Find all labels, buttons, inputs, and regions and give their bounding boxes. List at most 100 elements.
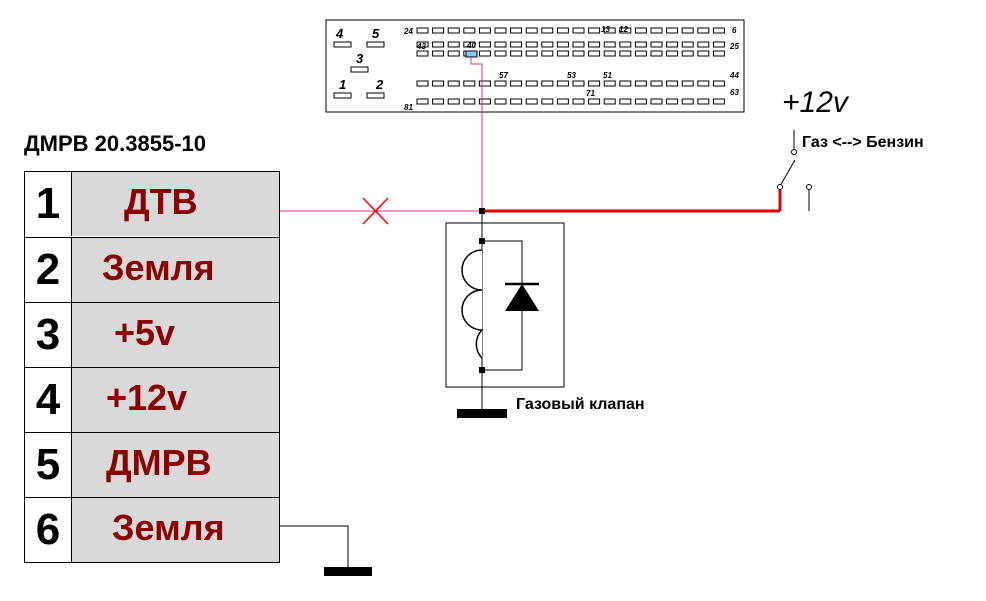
pin-label: 40 xyxy=(466,41,476,50)
pin-slot xyxy=(432,41,445,48)
pin-number: 6 xyxy=(25,498,72,562)
pin-slot xyxy=(681,80,694,87)
pin-slot xyxy=(681,27,694,34)
pin-slot xyxy=(650,41,663,48)
block-label: 1 xyxy=(339,77,346,92)
pin-slot xyxy=(681,41,694,48)
pin-slot xyxy=(556,80,569,87)
pin-label: +12v xyxy=(72,368,279,432)
pin-label: ДТВ xyxy=(72,172,279,236)
pin-slot xyxy=(478,98,491,105)
pin-slot xyxy=(416,50,429,57)
pin-slot xyxy=(634,80,647,87)
pin-label: 12 xyxy=(619,25,628,34)
pin-slot xyxy=(588,41,601,48)
connector-pin-rows xyxy=(416,27,725,105)
pin-slot xyxy=(712,41,725,48)
pin-slot xyxy=(432,98,445,105)
pin-slot xyxy=(478,27,491,34)
pin-row: 6 Земля xyxy=(25,498,279,563)
pin-slot xyxy=(541,50,554,57)
pin-slot xyxy=(525,98,538,105)
connector-block-labels: 4 5 3 1 2 xyxy=(335,26,384,92)
pin-slot xyxy=(697,98,710,105)
pin-slot xyxy=(588,98,601,105)
pin-label: 51 xyxy=(603,71,612,80)
pin-slot xyxy=(603,27,616,34)
pin-slot xyxy=(572,98,585,105)
sensor-title: ДМРВ 20.3855-10 xyxy=(24,131,206,156)
pin-slot xyxy=(619,27,632,34)
pin-slot xyxy=(650,50,663,57)
cut-mark xyxy=(362,197,389,225)
pin-row: 5 ДМРВ xyxy=(25,433,279,498)
pin-slot xyxy=(525,80,538,87)
pin-slot xyxy=(650,98,663,105)
pin-slot xyxy=(525,27,538,34)
wire-ground-6 xyxy=(278,525,349,567)
pin-slot xyxy=(697,80,710,87)
pin-label: 13 xyxy=(601,25,610,34)
pin-slot xyxy=(494,98,507,105)
pin-slot xyxy=(603,50,616,57)
pin-slot xyxy=(463,98,476,105)
pin-slot xyxy=(510,27,523,34)
pin-slot xyxy=(447,80,460,87)
pin-slot xyxy=(525,41,538,48)
pin-slot xyxy=(541,27,554,34)
pin-label: 71 xyxy=(586,89,595,98)
sensor-pin-table: 1 ДТВ 2 Земля 3 +5v 4 +12v 5 ДМРВ 6 Земл… xyxy=(24,171,280,563)
pin-slot xyxy=(572,41,585,48)
pin-slot xyxy=(666,41,679,48)
wire-pin40 xyxy=(470,57,483,211)
pin-slot xyxy=(619,50,632,57)
pin-slot xyxy=(416,80,429,87)
pin-slot xyxy=(416,41,429,48)
pin-slot xyxy=(494,80,507,87)
pin-slot xyxy=(588,50,601,57)
pin-slot xyxy=(494,41,507,48)
pin-label: 57 xyxy=(499,71,508,80)
pin-slot xyxy=(697,50,710,57)
pin-slot xyxy=(619,80,632,87)
pin-label: Земля xyxy=(72,238,279,302)
pin-slot xyxy=(603,98,616,105)
pin-slot xyxy=(712,27,725,34)
supply-label: +12v xyxy=(782,86,848,119)
pin-label: 81 xyxy=(404,103,413,112)
pin-slot xyxy=(478,50,491,57)
pin-slot xyxy=(416,98,429,105)
pin-label: 6 xyxy=(732,26,737,35)
pin-slot xyxy=(603,80,616,87)
pin-slot xyxy=(510,41,523,48)
pin-slot xyxy=(588,27,601,34)
pin-40-highlight xyxy=(465,50,478,58)
pin-slot xyxy=(556,98,569,105)
pin-label: 53 xyxy=(567,71,576,80)
gas-petrol-switch xyxy=(777,130,812,211)
pin-slot xyxy=(588,80,601,87)
pin-slot xyxy=(712,50,725,57)
pin-label: 44 xyxy=(729,71,739,80)
block-label: 2 xyxy=(375,77,384,92)
pin-row: 4 +12v xyxy=(25,368,279,433)
pin-slot xyxy=(650,80,663,87)
diode-icon xyxy=(505,284,539,311)
block-label: 3 xyxy=(356,51,364,66)
block-label: 4 xyxy=(335,26,344,41)
pin-slot xyxy=(525,50,538,57)
coil-icon xyxy=(461,249,484,359)
pin-slot xyxy=(432,27,445,34)
pin-label: 25 xyxy=(729,42,739,51)
switch-label: Газ <--> Бензин xyxy=(802,134,924,151)
pin-number: 1 xyxy=(25,172,72,236)
pin-slot xyxy=(681,98,694,105)
pin-slot xyxy=(447,27,460,34)
gas-valve-box xyxy=(445,222,565,388)
pin-slot xyxy=(712,98,725,105)
pin-slot xyxy=(634,27,647,34)
pin-slot xyxy=(541,98,554,105)
valve-label: Газовый клапан xyxy=(516,396,645,413)
pin-row: 2 Земля xyxy=(25,238,279,303)
pin-slot xyxy=(634,50,647,57)
